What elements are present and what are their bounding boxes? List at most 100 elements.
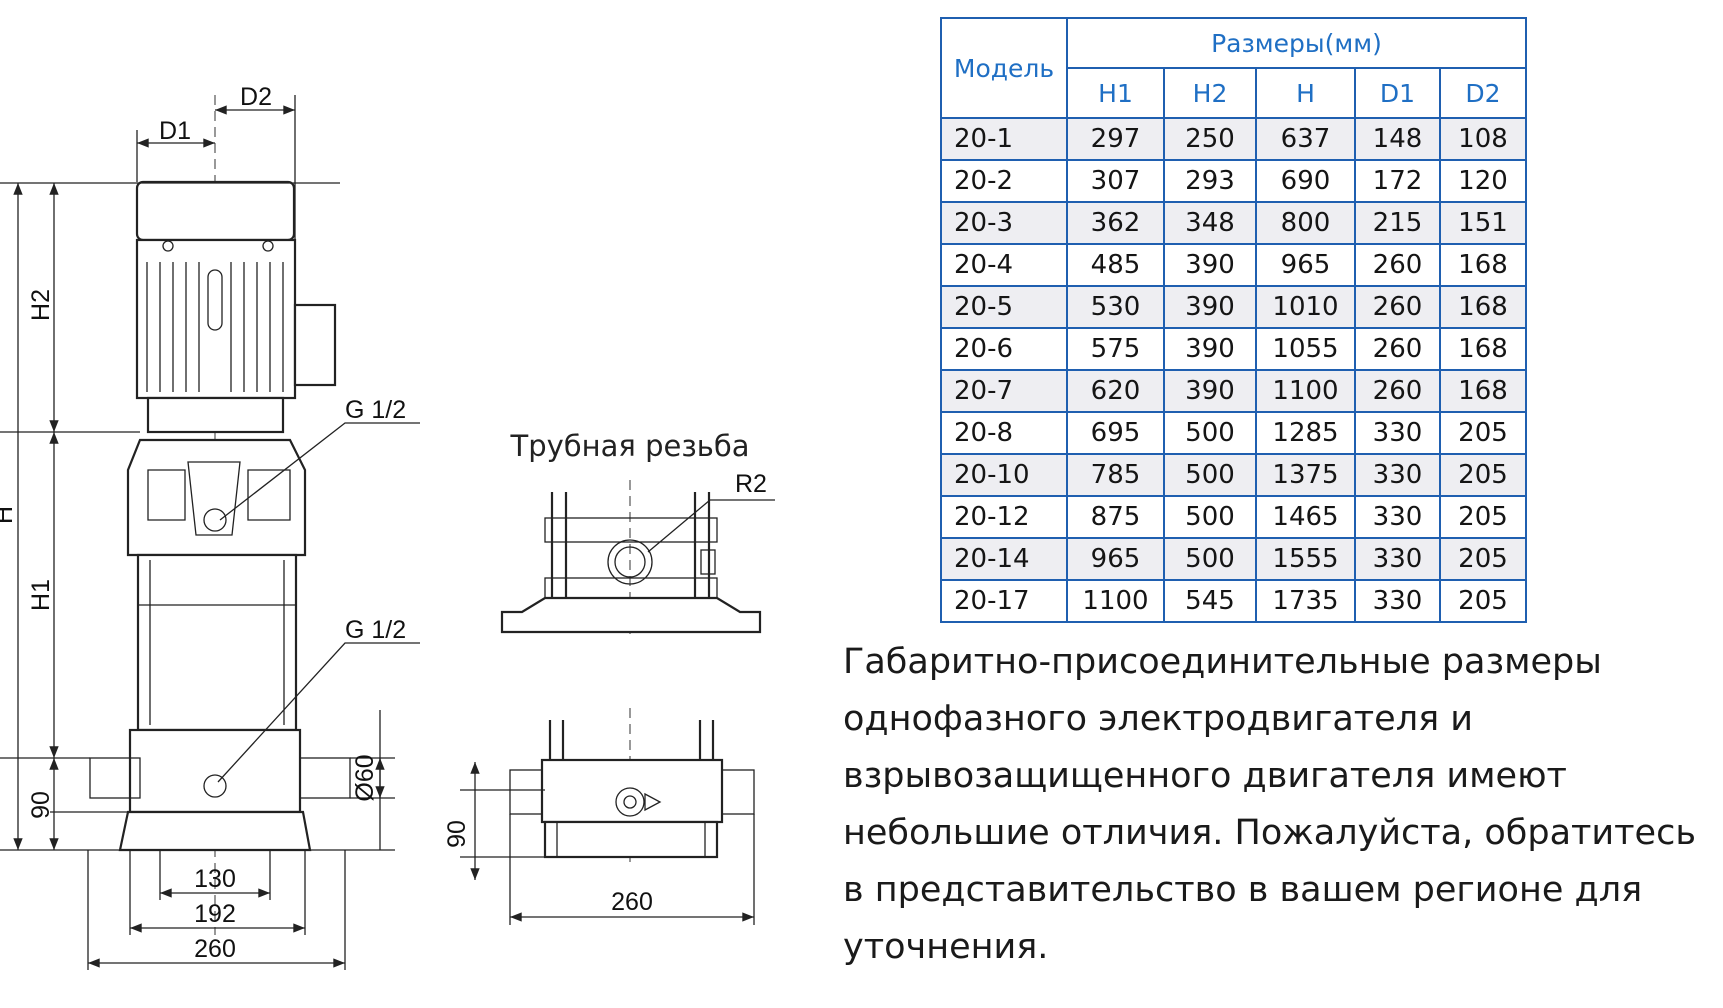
value-cell: 148	[1354, 117, 1441, 161]
value-cell: 485	[1066, 243, 1165, 287]
value-cell: 1100	[1066, 579, 1165, 623]
model-cell: 20-14	[940, 537, 1068, 581]
value-cell: 260	[1354, 369, 1441, 413]
value-cell: 1055	[1255, 327, 1356, 371]
dim-d1-label: D1	[159, 117, 191, 145]
dim-h2-label: H2	[27, 289, 55, 321]
model-cell: 20-1	[940, 117, 1068, 161]
value-cell: 330	[1354, 537, 1441, 581]
value-cell: 965	[1255, 243, 1356, 287]
value-cell: 545	[1163, 579, 1257, 623]
model-cell: 20-10	[940, 453, 1068, 497]
value-cell: 362	[1066, 201, 1165, 245]
base-detail-view	[460, 708, 755, 925]
value-cell: 1735	[1255, 579, 1356, 623]
value-cell: 965	[1066, 537, 1165, 581]
value-cell: 205	[1439, 411, 1527, 455]
column-header-d2: D2	[1439, 67, 1527, 119]
value-cell: 151	[1439, 201, 1527, 245]
value-cell: 120	[1439, 159, 1527, 203]
value-cell: 293	[1163, 159, 1257, 203]
column-header-h1: H1	[1066, 67, 1165, 119]
value-cell: 1100	[1255, 369, 1356, 413]
column-header-d1: D1	[1354, 67, 1441, 119]
model-cell: 20-12	[940, 495, 1068, 539]
thread-detail-view	[500, 480, 775, 640]
column-header-h2: H2	[1163, 67, 1257, 119]
value-cell: 205	[1439, 579, 1527, 623]
dimensions-group-header: Размеры(мм)	[1066, 17, 1527, 69]
value-cell: 1555	[1255, 537, 1356, 581]
value-cell: 168	[1439, 243, 1527, 287]
value-cell: 205	[1439, 495, 1527, 539]
value-cell: 575	[1066, 327, 1165, 371]
value-cell: 1465	[1255, 495, 1356, 539]
value-cell: 390	[1163, 285, 1257, 329]
value-cell: 108	[1439, 117, 1527, 161]
dim-d2-label: D2	[240, 83, 272, 111]
value-cell: 390	[1163, 369, 1257, 413]
value-cell: 530	[1066, 285, 1165, 329]
value-cell: 620	[1066, 369, 1165, 413]
value-cell: 250	[1163, 117, 1257, 161]
value-cell: 168	[1439, 327, 1527, 371]
pump-elevation-view	[0, 95, 420, 970]
value-cell: 330	[1354, 495, 1441, 539]
g12-top-label: G 1/2	[345, 396, 406, 424]
model-cell: 20-17	[940, 579, 1068, 623]
value-cell: 168	[1439, 369, 1527, 413]
value-cell: 260	[1354, 243, 1441, 287]
value-cell: 205	[1439, 537, 1527, 581]
model-cell: 20-2	[940, 159, 1068, 203]
value-cell: 695	[1066, 411, 1165, 455]
dim-192-label: 192	[194, 900, 236, 928]
dim-260-right-label: 260	[611, 888, 653, 916]
value-cell: 1285	[1255, 411, 1356, 455]
value-cell: 330	[1354, 453, 1441, 497]
model-cell: 20-6	[940, 327, 1068, 371]
value-cell: 390	[1163, 327, 1257, 371]
g12-bottom-label: G 1/2	[345, 616, 406, 644]
model-cell: 20-3	[940, 201, 1068, 245]
value-cell: 260	[1354, 285, 1441, 329]
r2-label: R2	[735, 470, 767, 498]
value-cell: 215	[1354, 201, 1441, 245]
value-cell: 172	[1354, 159, 1441, 203]
value-cell: 500	[1163, 411, 1257, 455]
dim-90-right-label: 90	[443, 820, 471, 848]
value-cell: 260	[1354, 327, 1441, 371]
value-cell: 348	[1163, 201, 1257, 245]
column-header-h: H	[1255, 67, 1356, 119]
dim-h-label: H	[0, 506, 18, 524]
value-cell: 500	[1163, 495, 1257, 539]
note-text: Габаритно-присоединительные размеры одно…	[843, 642, 1696, 967]
value-cell: 168	[1439, 285, 1527, 329]
model-cell: 20-8	[940, 411, 1068, 455]
value-cell: 390	[1163, 243, 1257, 287]
dim-d60-label: Ø60	[351, 754, 379, 801]
value-cell: 690	[1255, 159, 1356, 203]
model-cell: 20-7	[940, 369, 1068, 413]
value-cell: 785	[1066, 453, 1165, 497]
dim-90-left-label: 90	[27, 791, 55, 819]
dim-260-left-label: 260	[194, 935, 236, 963]
value-cell: 297	[1066, 117, 1165, 161]
value-cell: 330	[1354, 411, 1441, 455]
thread-title: Трубная резьба	[510, 429, 750, 463]
value-cell: 500	[1163, 537, 1257, 581]
model-cell: 20-4	[940, 243, 1068, 287]
model-column-header: Модель	[940, 17, 1068, 119]
